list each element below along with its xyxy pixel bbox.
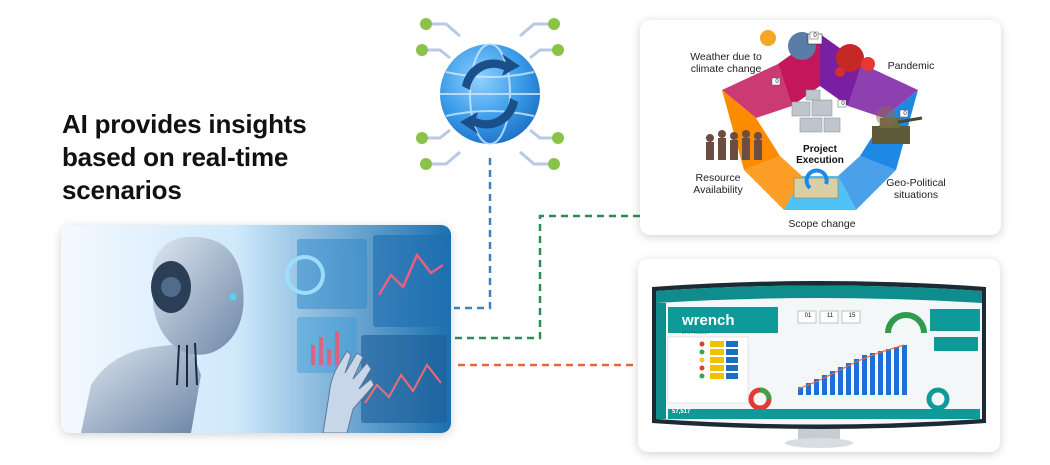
- dashboard-monitor: [652, 281, 986, 448]
- counter-badge: 0: [813, 33, 817, 39]
- risk-label-scope-line1: Scope change: [788, 218, 856, 230]
- counter-badge: 0: [903, 111, 907, 117]
- tank-photo: [872, 106, 923, 144]
- risk-center-label: Project Execution: [788, 144, 852, 166]
- risk-label-pandemic-line1: Pandemic: [887, 60, 935, 72]
- risk-label-weather-line2: climate change: [690, 63, 762, 75]
- headline-line-2: based on real-time: [62, 142, 289, 172]
- dashboard-brand: wrench: [682, 312, 735, 329]
- dashboard-monitor-card: wrench EPC PROJECT 01 11 15 57,517: [638, 259, 1000, 452]
- connector-lines: [454, 158, 640, 367]
- dashboard-counter-3: 15: [848, 313, 856, 319]
- risk-label-geopolitical-line1: Geo-Political: [886, 177, 946, 189]
- dashboard-counter-2: 11: [826, 313, 834, 319]
- headline-line-1: AI provides insights: [62, 109, 307, 139]
- headline-line-3: scenarios: [62, 175, 182, 205]
- dashboard-project-title: EPC PROJECT: [682, 330, 711, 335]
- ai-robot-image: [61, 225, 451, 433]
- headline: AI provides insights based on real-time …: [62, 108, 362, 207]
- risk-center-line2: Execution: [796, 155, 844, 166]
- risk-label-weather: Weather due to climate change: [680, 51, 772, 75]
- dashboard-counter-1: 01: [804, 313, 812, 319]
- workers-photo: [706, 130, 762, 160]
- globe-sync-icon: [416, 18, 564, 170]
- risk-label-scope: Scope change: [782, 218, 862, 230]
- risk-factors-card: 0 0 0 0 Weather due to climate change Pa…: [640, 20, 1001, 235]
- money-photo: [793, 168, 839, 199]
- counter-badge: 0: [841, 101, 845, 107]
- risk-label-geopolitical-line2: situations: [893, 189, 939, 201]
- dashboard-kpi-value: 57,517: [672, 409, 691, 415]
- risk-label-resource-line1: Resource: [695, 172, 741, 184]
- robot-image-card: [61, 225, 451, 433]
- risk-label-pandemic: Pandemic: [876, 60, 946, 72]
- virus-photo: [835, 44, 875, 77]
- risk-pentagon-diagram: [706, 30, 923, 210]
- risk-label-resource: Resource Availability: [684, 172, 752, 196]
- risk-label-geopolitical: Geo-Political situations: [876, 177, 956, 201]
- segment-resource: [722, 90, 780, 170]
- risk-label-resource-line2: Availability: [693, 184, 743, 196]
- risk-center-line1: Project: [803, 144, 837, 155]
- counter-badge: 0: [775, 79, 779, 85]
- risk-label-weather-line1: Weather due to: [690, 51, 762, 63]
